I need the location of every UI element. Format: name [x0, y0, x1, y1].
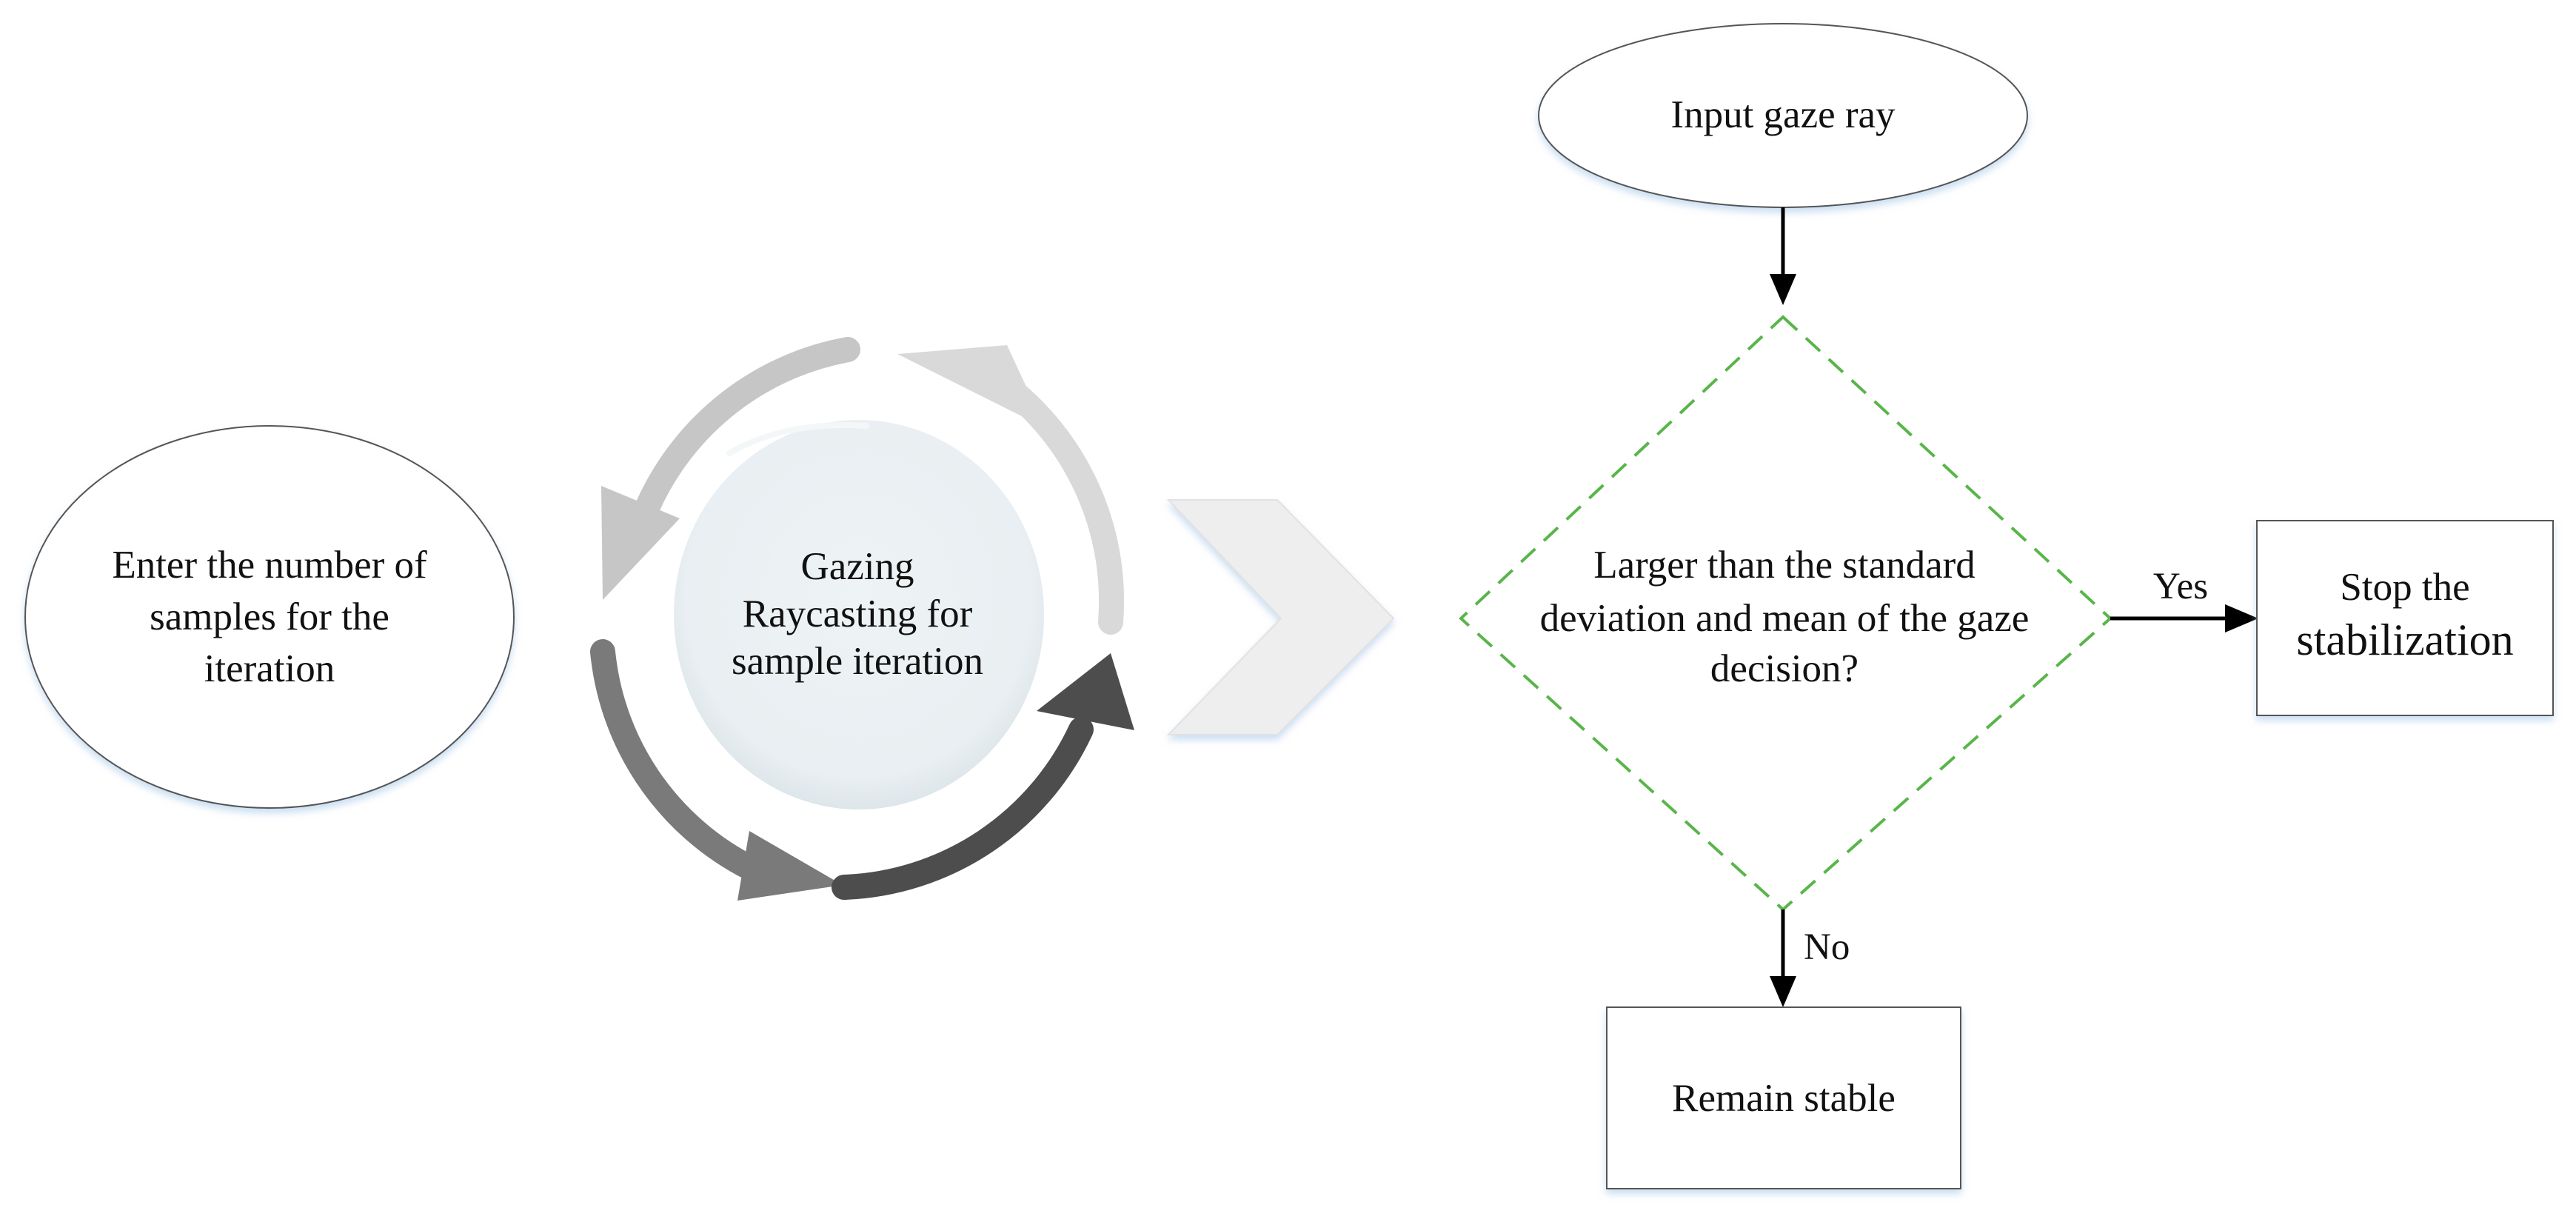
gaze-decision-diamond: Larger than the standard deviation and m… — [1459, 315, 2112, 912]
stop-box-line1: Stop the — [2340, 566, 2469, 609]
cycle-arrowhead-top-left — [601, 486, 680, 600]
yes-label: Yes — [2153, 566, 2208, 607]
flow-chevron — [1166, 499, 1395, 735]
input-samples-line2: samples for the — [150, 595, 389, 638]
cycle-center-line3: sample iteration — [732, 640, 983, 683]
decision-line3: decision? — [1710, 647, 1859, 690]
remain-stable-label: Remain stable — [1672, 1077, 1896, 1120]
decision-line1: Larger than the standard — [1593, 544, 1976, 587]
input-gaze-ray-node: Input gaze ray — [1538, 23, 2028, 208]
arrowhead-no — [1770, 976, 1796, 1007]
input-samples-line1: Enter the number of — [112, 544, 427, 587]
cycle-arrow-bottom-left — [590, 639, 775, 887]
input-samples-line3: iteration — [204, 647, 335, 690]
cycle-center-disc — [674, 420, 1044, 809]
stop-stabilization-box: Stop the stabilization — [2256, 520, 2554, 716]
input-gaze-ray-label: Input gaze ray — [1670, 93, 1896, 136]
arrowhead-start-to-decision — [1770, 274, 1796, 305]
remain-stable-box: Remain stable — [1606, 1006, 1961, 1189]
input-samples-node: Enter the number of samples for the iter… — [24, 425, 515, 809]
cycle-center-line2: Raycasting for — [743, 592, 973, 635]
cycle-arrowhead-top-right — [897, 345, 1046, 428]
no-label: No — [1804, 926, 1850, 968]
arrowhead-yes — [2225, 604, 2258, 632]
cycle-arrowhead-bottom-left — [737, 831, 843, 901]
cycle-arrowhead-bottom-right — [1037, 653, 1134, 730]
iteration-cycle: Gazing Raycasting for sample iteration — [590, 337, 1134, 901]
cycle-arrow-bottom-right — [832, 717, 1094, 900]
cycle-arrow-top-left — [630, 337, 860, 531]
cycle-center-line1: Gazing — [800, 545, 914, 588]
decision-line2: deviation and mean of the gaze — [1540, 597, 2030, 640]
stop-box-line2: stabilization — [2296, 615, 2513, 664]
